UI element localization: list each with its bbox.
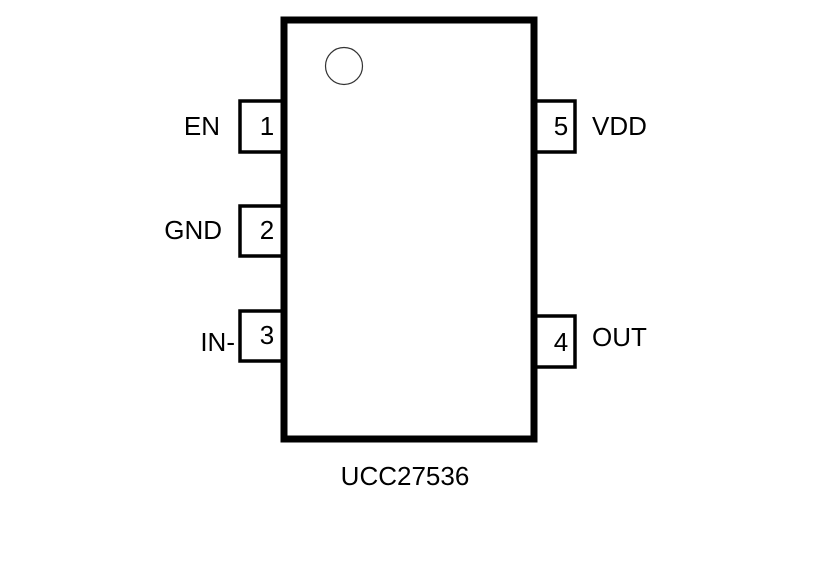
- pin-1-name: EN: [184, 111, 220, 141]
- pin-1-number: 1: [260, 111, 274, 141]
- pin-5-box: [537, 99, 577, 154]
- pin-2-name: GND: [164, 215, 222, 245]
- pin-2-number: 2: [260, 215, 274, 245]
- package-body: [280, 16, 538, 443]
- pin-4-name: OUT: [592, 322, 647, 352]
- pin1-marker-icon: [324, 46, 364, 86]
- pin-3-name: IN-: [200, 327, 235, 357]
- pin-4-number: 4: [554, 327, 568, 357]
- pin-5-name: VDD: [592, 111, 647, 141]
- pin-5: 5 VDD: [537, 99, 647, 154]
- pin-1-box: [238, 99, 281, 154]
- pin-2-box: [238, 204, 281, 258]
- pin-1: 1 EN: [184, 99, 281, 154]
- pin-4: 4 OUT: [537, 314, 647, 369]
- pin-3-box: [238, 309, 281, 363]
- pin-4-box: [537, 314, 577, 369]
- part-number-label: UCC27536: [341, 461, 470, 491]
- pin-3: 3 IN-: [200, 309, 281, 363]
- pin-5-number: 5: [554, 111, 568, 141]
- pin-3-number: 3: [260, 320, 274, 350]
- pin-2: 2 GND: [164, 204, 281, 258]
